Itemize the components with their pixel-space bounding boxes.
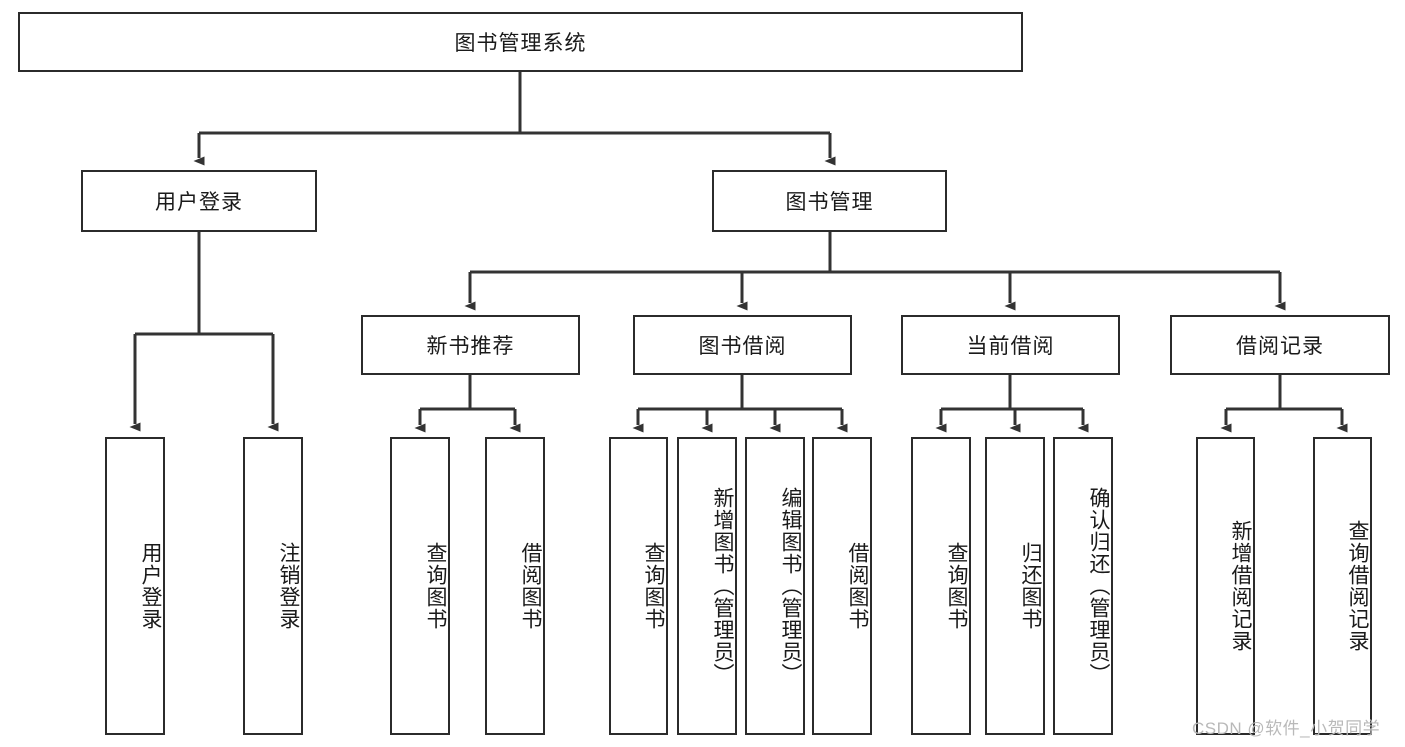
node-label: 用户登录 [139, 542, 162, 630]
node-label: 当前借阅 [966, 335, 1055, 358]
node-label: 确认归还（管理员） [1087, 487, 1110, 685]
node-leaf-edit-book[interactable]: 编辑图书（管理员） [745, 437, 805, 735]
node-user-login[interactable]: 用户登录 [81, 170, 317, 232]
node-label: 借阅图书 [519, 542, 542, 630]
node-leaf-borrow-book[interactable]: 借阅图书 [812, 437, 872, 735]
node-leaf-return-book[interactable]: 归还图书 [985, 437, 1045, 735]
node-current-borrow[interactable]: 当前借阅 [901, 315, 1120, 375]
node-label: 新增图书（管理员） [711, 487, 734, 685]
node-leaf-confirm-return[interactable]: 确认归还（管理员） [1053, 437, 1113, 735]
node-borrow-record[interactable]: 借阅记录 [1170, 315, 1390, 375]
node-label: 用户登录 [155, 191, 243, 214]
node-label: 新书推荐 [426, 335, 515, 358]
node-label: 查询图书 [424, 542, 447, 630]
node-root-book-management-system[interactable]: 图书管理系统 [18, 12, 1023, 72]
node-leaf-query-book-recommend[interactable]: 查询图书 [390, 437, 450, 735]
node-leaf-add-book[interactable]: 新增图书（管理员） [677, 437, 737, 735]
node-label: 图书管理系统 [454, 32, 587, 55]
node-label: 图书管理 [785, 191, 874, 214]
node-leaf-borrow-book-recommend[interactable]: 借阅图书 [485, 437, 545, 735]
node-label: 借阅图书 [846, 542, 869, 630]
node-leaf-query-book-borrow[interactable]: 查询图书 [609, 437, 668, 735]
node-leaf-query-borrow-record[interactable]: 查询借阅记录 [1313, 437, 1372, 735]
node-new-book-recommend[interactable]: 新书推荐 [361, 315, 580, 375]
node-leaf-query-book-current[interactable]: 查询图书 [911, 437, 971, 735]
node-label: 编辑图书（管理员） [779, 487, 802, 685]
node-book-borrow[interactable]: 图书借阅 [633, 315, 852, 375]
node-leaf-user-login[interactable]: 用户登录 [105, 437, 165, 735]
csdn-watermark: CSDN @软件_小贺同学 [1192, 719, 1381, 738]
node-label: 借阅记录 [1236, 335, 1324, 358]
node-label: 新增借阅记录 [1229, 520, 1252, 652]
node-leaf-logout[interactable]: 注销登录 [243, 437, 303, 735]
node-label: 查询借阅记录 [1346, 520, 1369, 652]
node-label: 注销登录 [277, 542, 300, 630]
node-leaf-add-borrow-record[interactable]: 新增借阅记录 [1196, 437, 1255, 735]
node-label: 查询图书 [642, 542, 665, 630]
node-book-management[interactable]: 图书管理 [712, 170, 947, 232]
node-label: 图书借阅 [698, 335, 787, 358]
node-label: 归还图书 [1019, 542, 1042, 630]
node-label: 查询图书 [945, 542, 968, 630]
